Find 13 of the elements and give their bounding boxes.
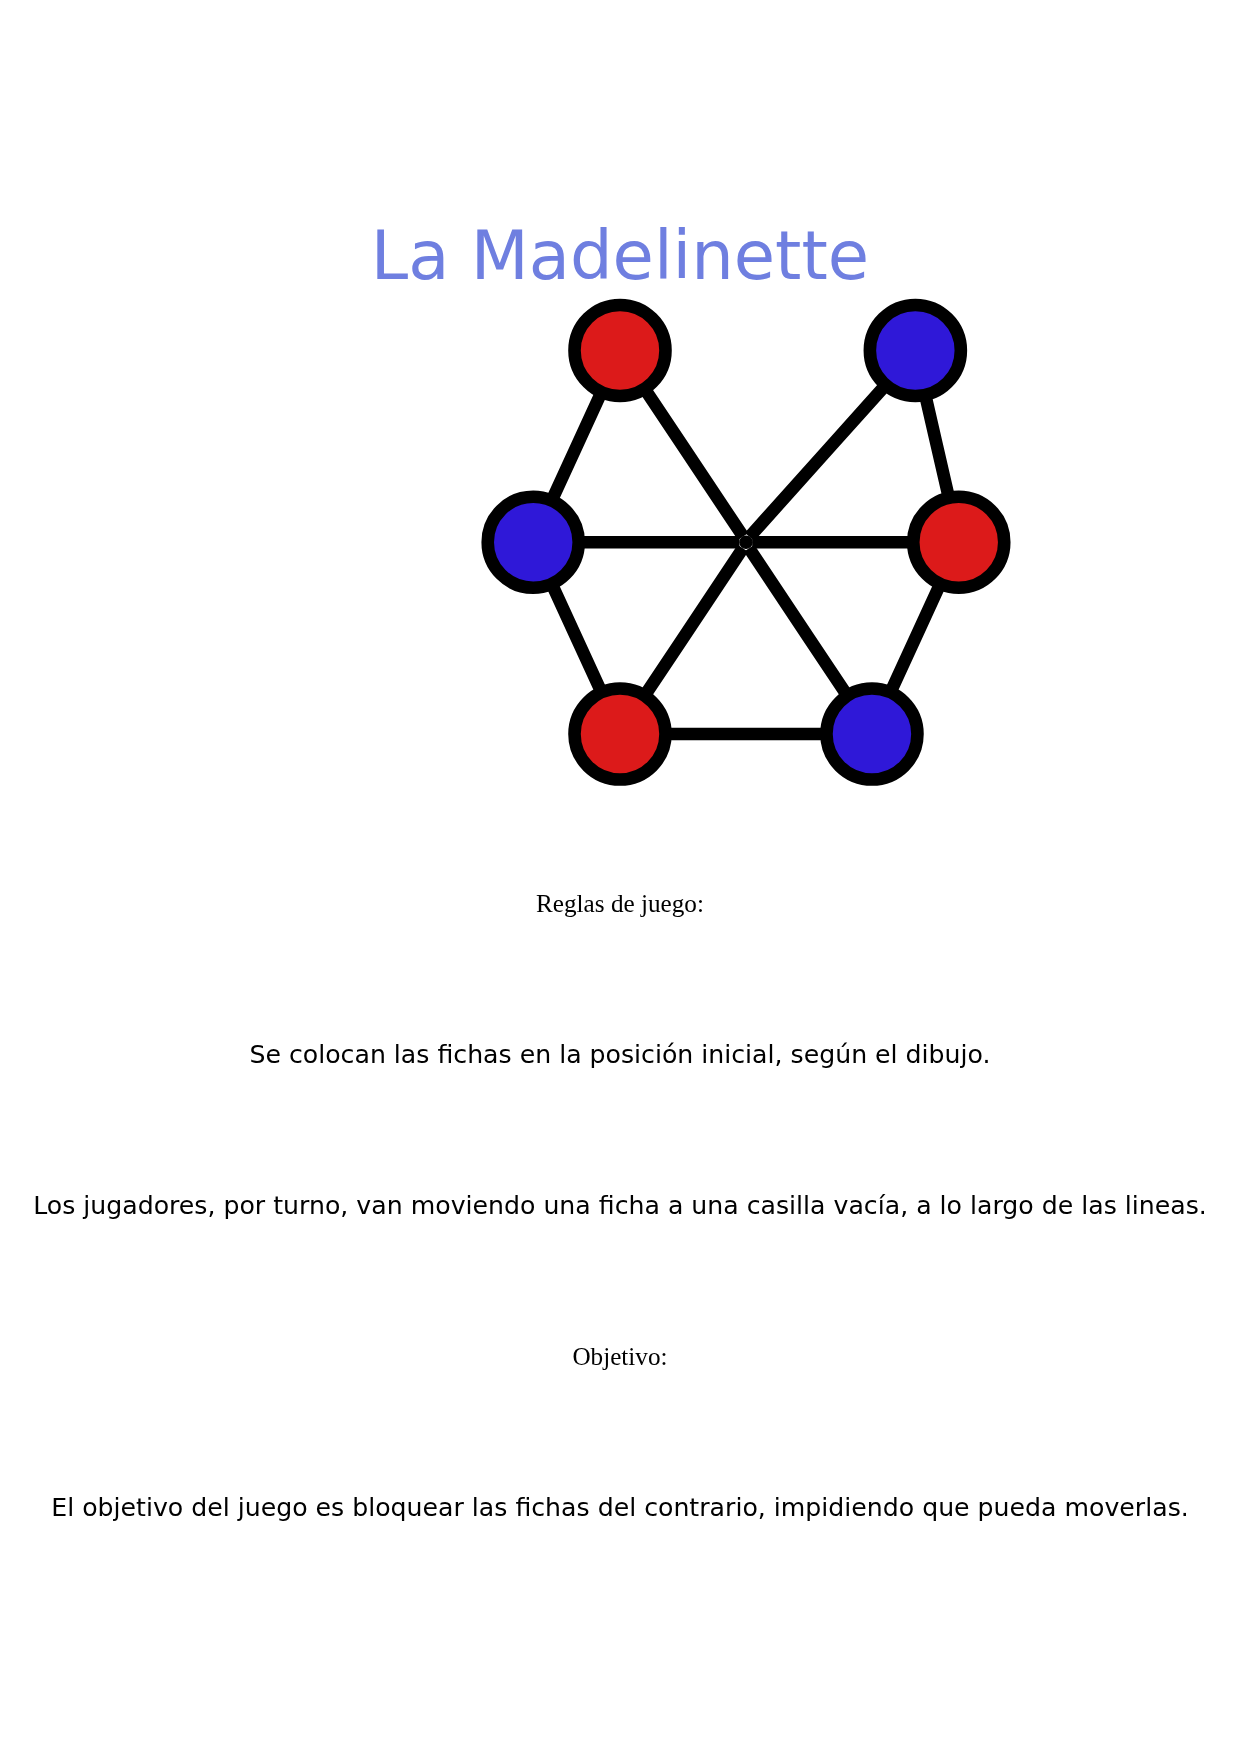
diagram-title: La Madelinette bbox=[370, 216, 870, 295]
label: Los jugadores, por turno, van moviendo una ficha a una casilla vacía, a lo largo de las lineas. bbox=[33, 1190, 1207, 1220]
label: Objetivo: bbox=[572, 1342, 668, 1370]
node-circle bbox=[820, 681, 924, 786]
node-circle bbox=[863, 298, 968, 402]
node-circle bbox=[568, 298, 672, 402]
node-point bbox=[739, 535, 753, 549]
label: Reglas de juego: bbox=[536, 889, 704, 917]
node-circle bbox=[906, 489, 1011, 594]
node-circle bbox=[481, 489, 585, 594]
node-circle bbox=[568, 681, 672, 786]
label: Se colocan las fichas en la posición inicial, según el dibujo. bbox=[249, 1039, 991, 1069]
label: El objetivo del juego es bloquear las fichas del contrario, impidiendo que pueda moverlas. bbox=[51, 1492, 1189, 1522]
